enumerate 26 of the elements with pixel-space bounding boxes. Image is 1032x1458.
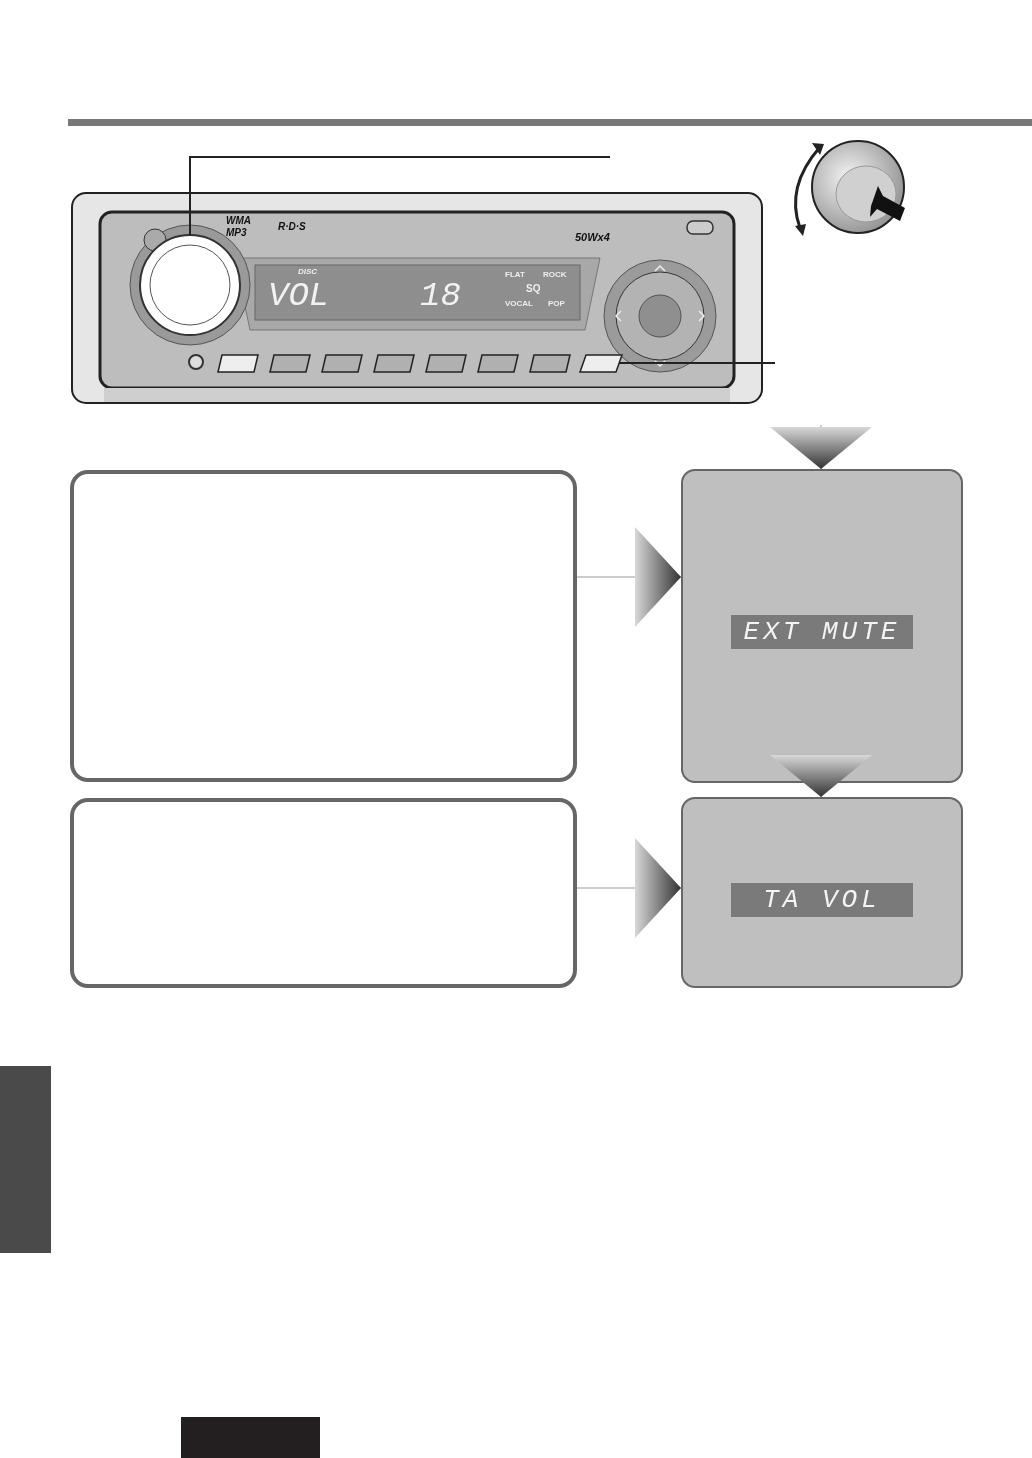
display-indicator: ROCK: [543, 271, 567, 279]
format-mark: MP3: [226, 228, 247, 238]
side-tab: [0, 1066, 51, 1253]
instruction-box: [70, 470, 577, 782]
power-rating: 50Wx4: [575, 232, 610, 243]
leader-line: [189, 156, 611, 236]
arrow: [576, 527, 682, 627]
format-mark: WMA: [226, 216, 251, 226]
display-panel: [681, 797, 963, 988]
display-indicator: POP: [548, 300, 565, 308]
arrow: [770, 424, 872, 470]
rds-mark: R·D·S: [278, 222, 306, 232]
leader-line: [618, 362, 776, 364]
display-indicator: DISC: [298, 268, 318, 276]
display-panel: [681, 469, 963, 783]
display-indicator: FLAT: [505, 271, 525, 279]
display-text: 18: [420, 279, 461, 313]
instruction-box: [70, 798, 577, 988]
display-readout: EXT MUTE: [731, 615, 913, 649]
display-text: VOL: [268, 279, 330, 313]
volume-knob: [139, 234, 241, 336]
display-readout: TA VOL: [731, 883, 913, 917]
display-indicator: SQ: [526, 284, 541, 294]
arrow: [770, 755, 872, 798]
arrow: [576, 838, 682, 938]
display-indicator: VOCAL: [505, 300, 533, 308]
